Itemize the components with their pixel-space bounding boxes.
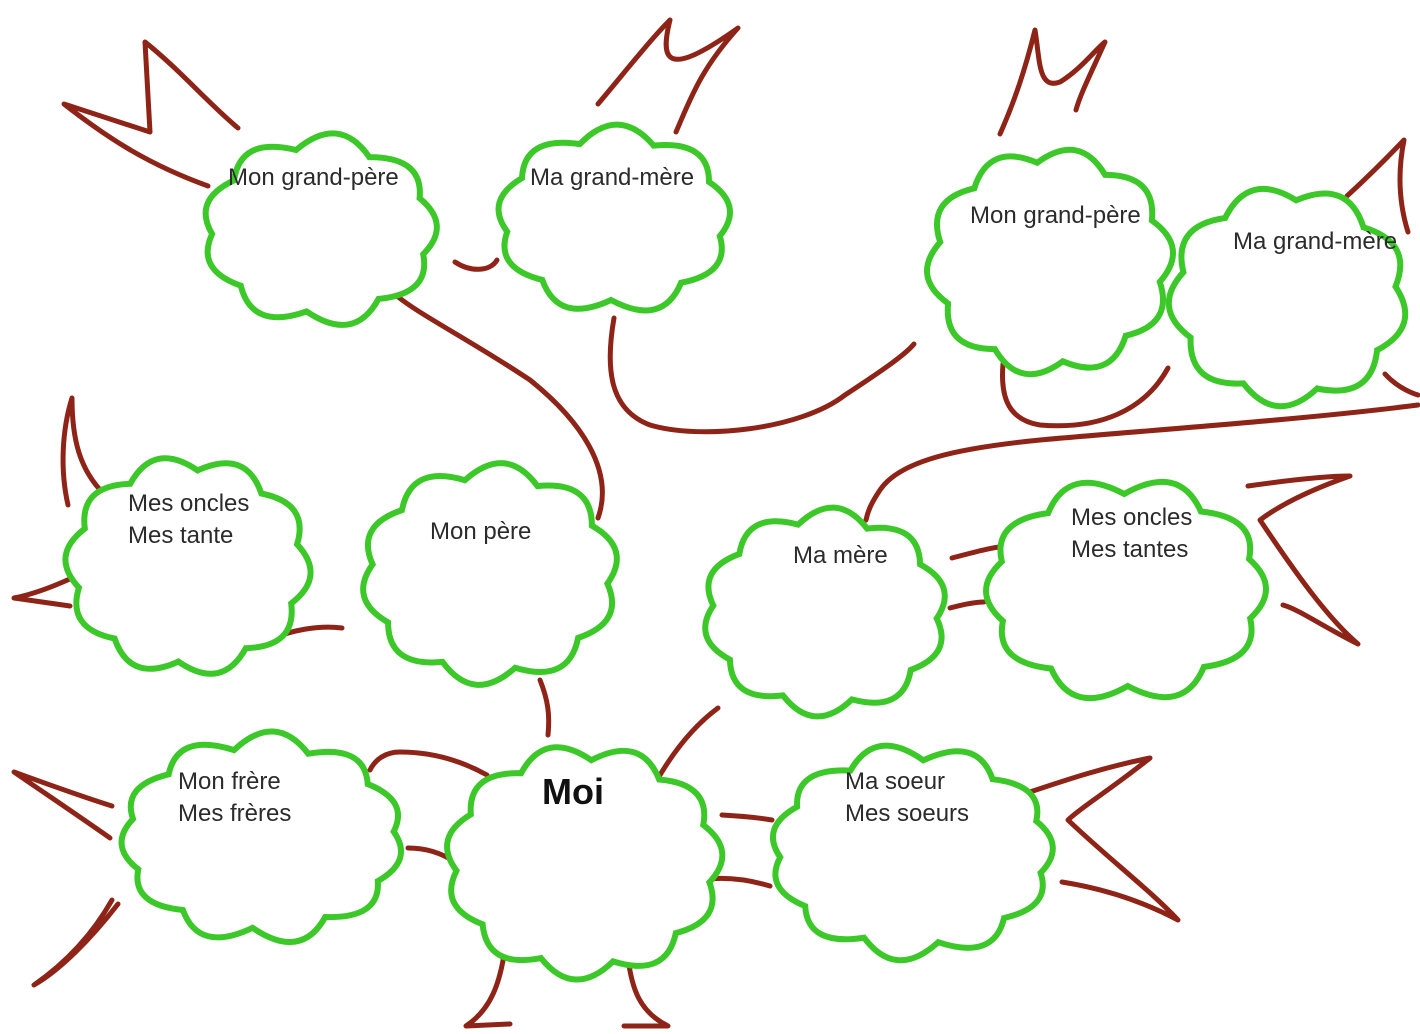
label-grandma-maternal: Ma grand-mère [1233,226,1397,258]
branch-moi-father [537,677,552,738]
branch-gp-link [452,257,500,272]
cloud-uncles-maternal [983,478,1269,702]
label-uncles-maternal-line1: Mes oncles [1071,504,1193,531]
branch-gmm-down [1382,371,1420,398]
branch-um-twig [1245,473,1361,647]
branch-gp-twig [61,39,241,189]
clouds [62,121,1409,983]
label-mother: Ma mère [793,540,888,572]
label-brothers: Mon frère Mes frères [178,766,291,830]
label-grandma-maternal-line1: Ma grand-mère [1233,228,1398,255]
branch-to-mother [863,402,1420,523]
cloud-grandma-paternal [495,121,733,314]
label-sisters: Ma soeur Mes soeurs [845,766,969,830]
branch-father-grandpa [394,293,605,521]
label-grandpa-paternal: Mon grand-père [228,162,399,194]
branch-bro-twig-2 [31,897,121,988]
branch-moi-sis-1 [719,812,775,823]
label-mother-line1: Ma mère [793,542,888,569]
cloud-grandma-maternal [1166,185,1409,410]
label-father-line1: Mon père [430,518,532,545]
label-grandpa-maternal-line1: Mon grand-père [970,202,1141,229]
branch-bro-twig-1 [11,769,115,841]
branches [11,17,1420,1029]
label-uncles-paternal: Mes oncles Mes tante [128,488,249,552]
branch-gm-gpm [607,315,917,435]
branch-up-twig [60,395,107,508]
branch-sis-twig [1015,755,1181,923]
label-grandpa-maternal: Mon grand-père [970,200,1141,232]
cloud-grandpa-paternal [202,130,440,328]
cloud-mother [702,504,948,720]
label-brothers-line1: Mon frère [178,768,281,795]
cloud-grandpa-maternal [924,146,1176,378]
label-me-line1: Moi [542,771,604,812]
label-father: Mon père [430,516,531,548]
cloud-me [444,744,726,983]
label-me: Moi [542,772,604,812]
label-uncles-paternal-line2: Mes tante [128,522,234,549]
branch-trunk-right [621,955,671,1029]
branch-gpm-down [999,361,1171,429]
branch-moi-mother [657,705,721,778]
label-uncles-maternal: Mes oncles Mes tantes [1071,502,1192,566]
label-grandma-paternal-line1: Ma grand-mère [530,164,695,191]
cloud-father [360,460,620,688]
branch-gm-twig [595,17,741,135]
label-brothers-line2: Mes frères [178,800,292,827]
label-uncles-maternal-line2: Mes tantes [1071,536,1189,563]
cloud-brothers [118,728,404,945]
label-sisters-line1: Ma soeur [845,768,946,795]
cloud-uncles-paternal [62,455,314,677]
branch-m-um-2 [947,599,987,611]
label-grandma-paternal: Ma grand-mère [530,162,694,194]
label-uncles-paternal-line1: Mes oncles [128,490,250,517]
branch-gmm-twig [1344,137,1411,235]
branch-up-side [11,575,75,609]
label-sisters-line2: Mes soeurs [845,800,970,827]
branch-gpm-twig [997,27,1108,137]
label-grandpa-paternal-line1: Mon grand-père [228,164,399,191]
branch-trunk-left [463,945,513,1029]
cloud-sisters [769,742,1056,964]
branch-moi-bro-1 [367,749,490,778]
